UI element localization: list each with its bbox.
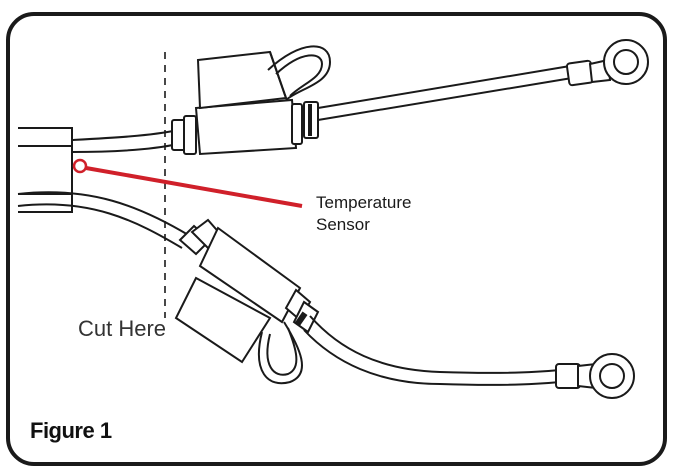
- temperature-sensor-label: Temperature Sensor: [316, 192, 411, 236]
- figure-caption: Figure 1: [30, 418, 112, 443]
- sensor-label-line1: Temperature: [316, 193, 412, 212]
- lower-ring-terminal: [555, 353, 635, 399]
- cut-here-label: Cut Here: [78, 316, 167, 341]
- upper-fuse-holder: [171, 45, 332, 156]
- temperature-sensor-icon: [72, 158, 303, 208]
- lower-fuse-holder: [174, 218, 320, 385]
- upper-terminal-wire: [317, 65, 573, 121]
- figure-border: [6, 12, 667, 466]
- upper-wire: [71, 129, 179, 153]
- sensor-label-line2: Sensor: [316, 215, 370, 234]
- lower-terminal-wire: [303, 315, 561, 386]
- upper-ring-terminal: [565, 39, 649, 87]
